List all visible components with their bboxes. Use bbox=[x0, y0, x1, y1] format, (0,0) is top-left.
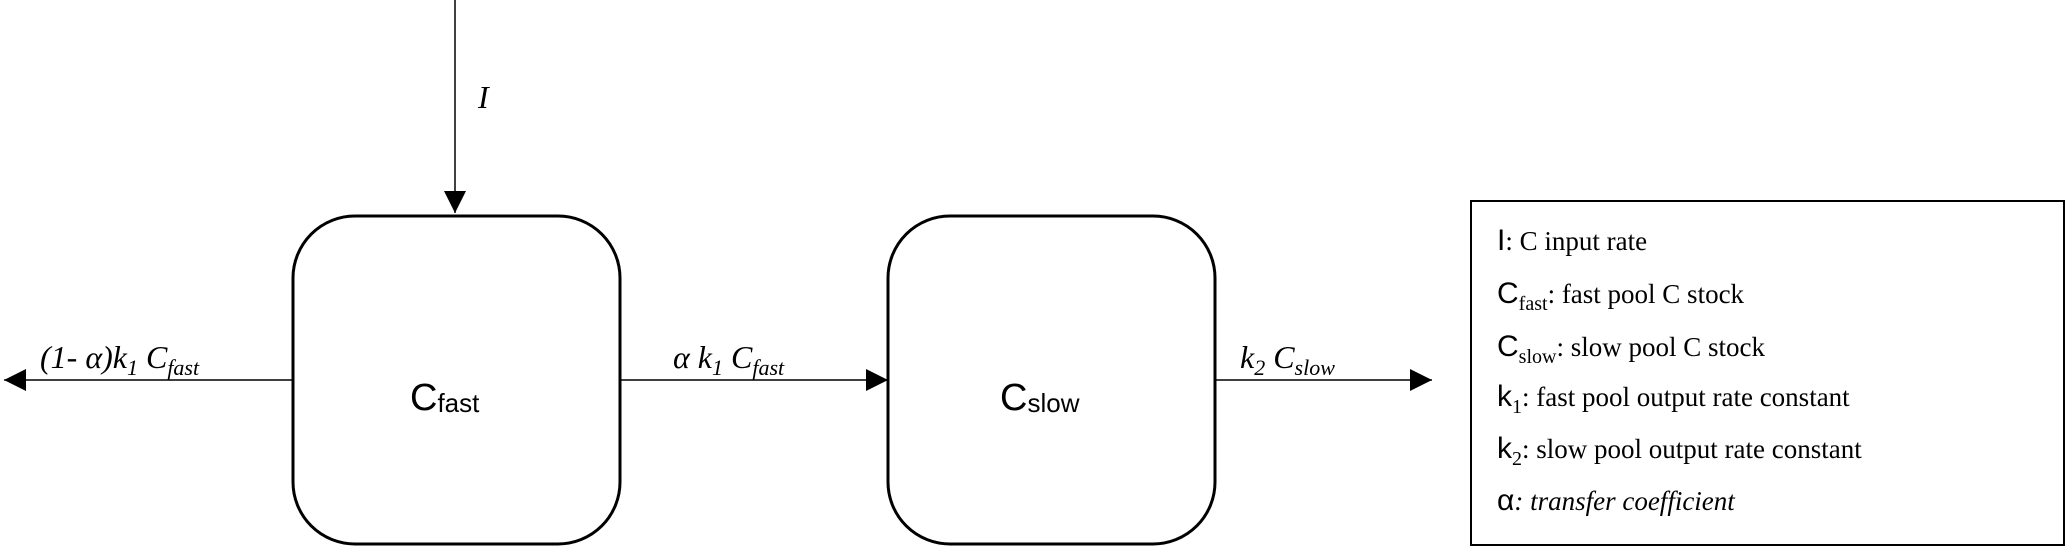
legend-item: Cslow: slow pool C stock bbox=[1497, 330, 1765, 368]
slow-pool-symbol: C bbox=[1000, 377, 1027, 419]
transfer-c: C bbox=[723, 339, 753, 375]
slow-loss-prefix: k bbox=[1240, 339, 1255, 375]
legend-item: k1: fast pool output rate constant bbox=[1497, 380, 1850, 418]
legend-symbol: I bbox=[1497, 224, 1505, 257]
fast-pool-subscript: fast bbox=[437, 388, 480, 418]
fast-loss-k-subscript: 1 bbox=[127, 355, 138, 380]
legend-symbol: C bbox=[1497, 330, 1519, 363]
legend-symbol: C bbox=[1497, 277, 1519, 310]
input-label: I bbox=[477, 79, 490, 115]
legend-description: : fast pool C stock bbox=[1548, 279, 1745, 309]
legend-description: : fast pool output rate constant bbox=[1522, 382, 1850, 412]
legend-subscript: slow bbox=[1519, 346, 1557, 368]
legend-description: : slow pool C stock bbox=[1556, 332, 1765, 362]
legend-subscript: fast bbox=[1519, 293, 1548, 315]
legend-box bbox=[1470, 200, 2065, 546]
slow-loss-c: C bbox=[1265, 339, 1295, 375]
transfer-c-subscript: fast bbox=[752, 355, 785, 380]
fast-pool-box bbox=[291, 214, 622, 546]
fast-pool-label: Cfast bbox=[410, 377, 480, 419]
legend-symbol: k bbox=[1497, 432, 1513, 465]
legend-description: : C input rate bbox=[1505, 226, 1647, 256]
fast-loss-prefix: (1- α)k bbox=[40, 339, 128, 375]
fast-loss-c: C bbox=[138, 339, 168, 375]
legend-subscript: 2 bbox=[1512, 448, 1522, 470]
fast-loss-label: (1- α)k1 Cfast bbox=[40, 339, 200, 380]
slow-pool-label: Cslow bbox=[1000, 377, 1080, 419]
transfer-prefix: α k bbox=[673, 339, 713, 375]
legend-subscript: 1 bbox=[1512, 396, 1522, 418]
legend: I: C input rate Cfast: fast pool C stock… bbox=[1497, 224, 1862, 517]
legend-description: : slow pool output rate constant bbox=[1522, 434, 1862, 464]
legend-item: Cfast: fast pool C stock bbox=[1497, 277, 1745, 315]
transfer-label: α k1 Cfast bbox=[673, 339, 785, 380]
legend-description: : transfer coefficient bbox=[1514, 486, 1736, 516]
legend-item: k2: slow pool output rate constant bbox=[1497, 432, 1862, 470]
legend-item: I: C input rate bbox=[1497, 224, 1647, 257]
legend-symbol: α bbox=[1497, 484, 1514, 517]
transfer-k-subscript: 1 bbox=[712, 355, 723, 380]
fast-loss-c-subscript: fast bbox=[167, 355, 200, 380]
fast-pool-symbol: C bbox=[410, 377, 437, 419]
slow-loss-c-subscript: slow bbox=[1295, 355, 1336, 380]
slow-pool-box bbox=[886, 214, 1217, 546]
slow-loss-label: k2 Cslow bbox=[1240, 339, 1335, 380]
slow-pool-subscript: slow bbox=[1027, 388, 1079, 418]
legend-symbol: k bbox=[1497, 380, 1513, 413]
legend-item: α: transfer coefficient bbox=[1497, 484, 1736, 517]
slow-loss-k-subscript: 2 bbox=[1254, 355, 1265, 380]
